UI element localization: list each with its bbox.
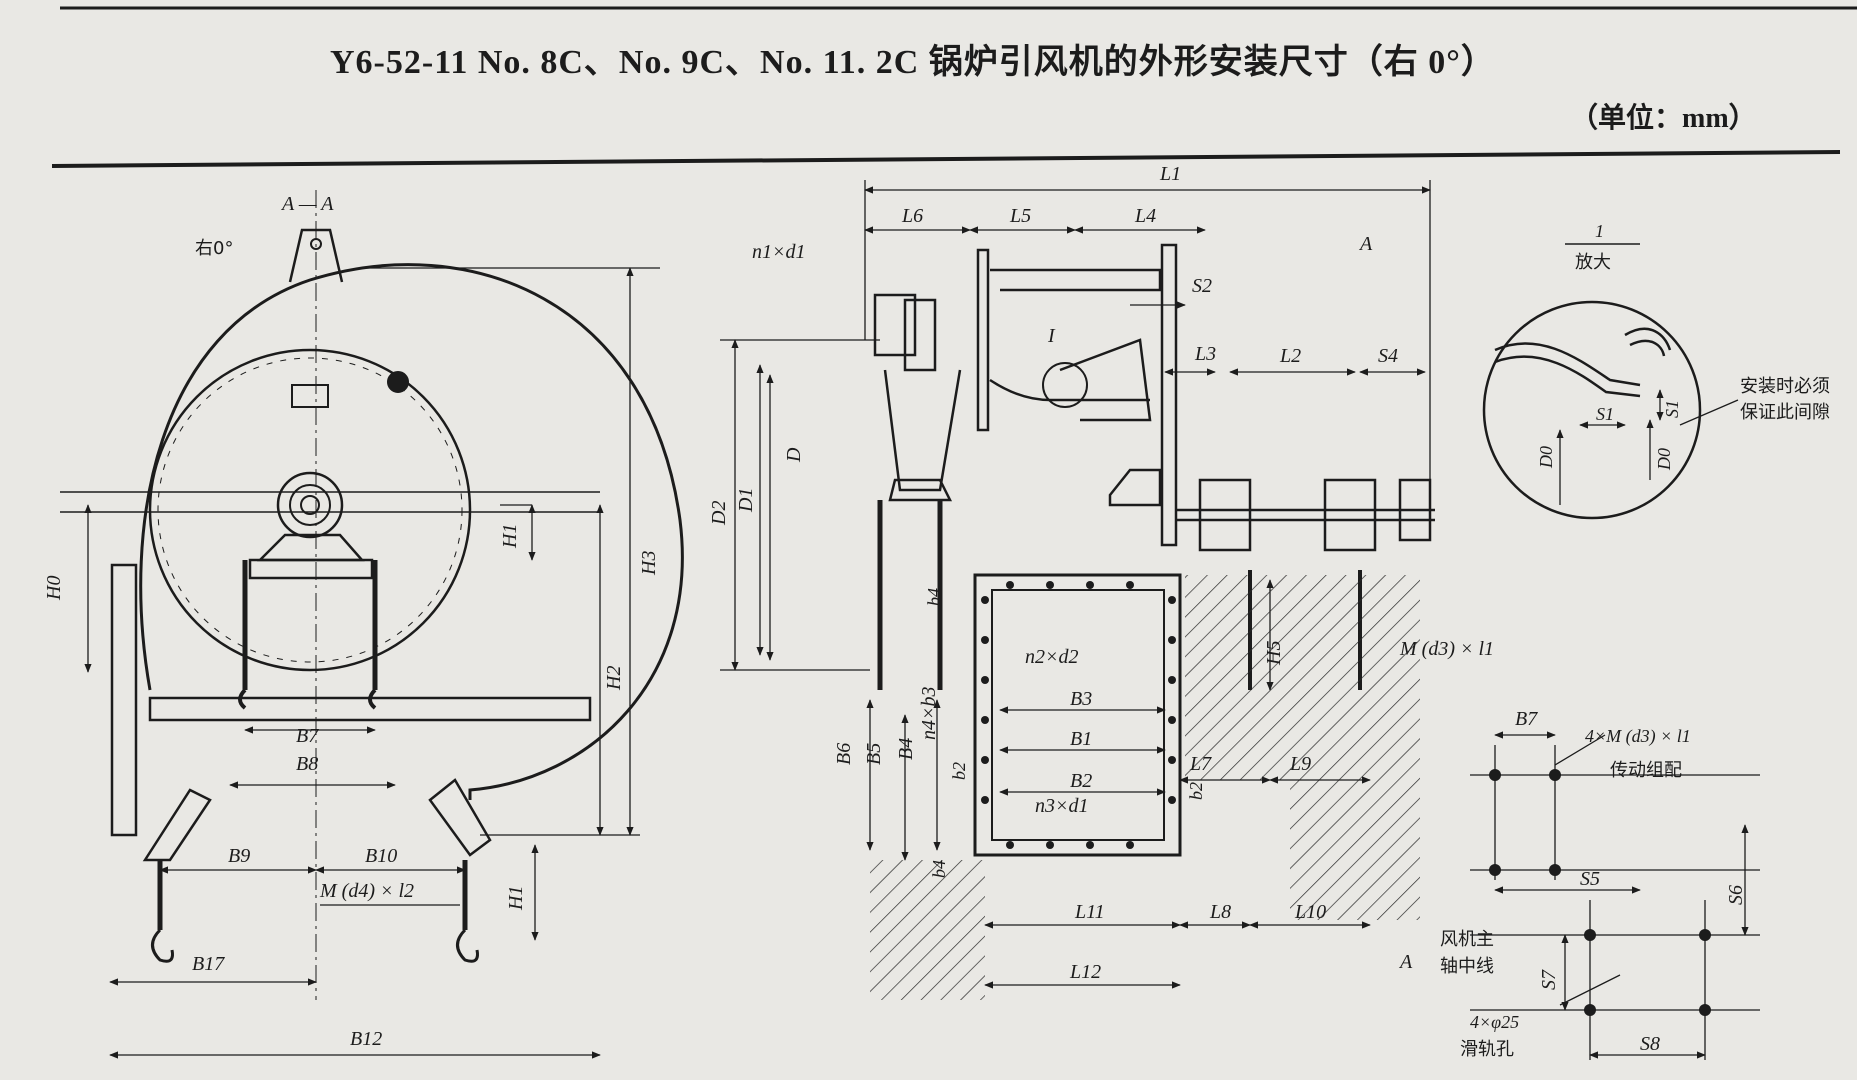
dim-l2: L2 xyxy=(1279,345,1301,367)
dim-l7: L7 xyxy=(1189,753,1212,775)
dim-b7: B7 xyxy=(296,725,319,747)
dim-b4-bottom: b4 xyxy=(929,860,949,878)
middle-view-side: L1 L6 L5 L4 A n1×d1 S2 I L3 L2 S4 D2 D1 … xyxy=(708,163,1494,1000)
dim-h5: H5 xyxy=(1263,641,1285,666)
hole-dim-s5: S5 xyxy=(1580,868,1600,890)
dim-b6: B6 xyxy=(833,743,855,765)
transmission-note: 传动组配 xyxy=(1610,760,1682,781)
detail-d0-left: D0 xyxy=(1536,446,1556,469)
dim-b12: B12 xyxy=(350,1028,382,1050)
detail-note-line2: 保证此间隙 xyxy=(1740,402,1830,423)
dim-l4: L4 xyxy=(1134,205,1156,227)
holes-n2-d2: n2×d2 xyxy=(1025,646,1079,668)
hole-dim-s8: S8 xyxy=(1640,1033,1660,1055)
left-view-section-aa: A — A 右0° xyxy=(43,190,684,1059)
observation-dot xyxy=(387,371,409,393)
dim-b4-top: b4 xyxy=(924,588,944,606)
section-arrow-a-bottom: A xyxy=(1398,951,1413,973)
dim-h1-top: H1 xyxy=(499,524,521,549)
bolt-m-d3-l1: M (d3) × l1 xyxy=(1399,638,1494,660)
hole-dim-b7: B7 xyxy=(1515,708,1538,730)
dim-d2: D2 xyxy=(708,501,730,526)
dim-b5: B5 xyxy=(863,743,885,765)
hole-dim-s6: S6 xyxy=(1725,885,1747,905)
dim-b2-small: b2 xyxy=(949,762,969,780)
dim-l3: L3 xyxy=(1194,343,1216,365)
dim-b4: B4 xyxy=(895,738,917,760)
rail-hole-label: 滑轨孔 xyxy=(1460,1039,1514,1060)
dim-h1-bottom: H1 xyxy=(505,886,527,911)
dim-l6: L6 xyxy=(901,205,923,227)
section-arrow-a-top: A xyxy=(1358,233,1373,255)
dim-b8: B8 xyxy=(296,753,318,775)
detail-s1-left: S1 xyxy=(1596,404,1614,424)
detail-marker-i: I xyxy=(1047,325,1056,347)
holes-n3-d1: n3×d1 xyxy=(1035,795,1089,817)
header-rule xyxy=(51,150,1841,168)
flange-holes-n1-d1: n1×d1 xyxy=(752,241,806,263)
dim-b1: B1 xyxy=(1070,728,1092,750)
base-hole-layout: B7 4×M (d3) × l1 传动组配 S5 S6 S7 S8 风机主 轴中… xyxy=(1440,708,1760,1060)
dim-h3: H3 xyxy=(638,551,660,576)
dim-h2: H2 xyxy=(603,666,625,691)
dim-b10: B10 xyxy=(365,845,397,867)
dim-l9: L9 xyxy=(1289,753,1311,775)
hole-bolt-4-m-d3-l1: 4×M (d3) × l1 xyxy=(1585,726,1691,747)
dim-b3: B3 xyxy=(1070,688,1092,710)
dim-b2-right: b2 xyxy=(1186,782,1206,800)
rotation-label: 右0° xyxy=(195,238,233,259)
dim-d: D xyxy=(783,447,805,463)
hole-dim-s7: S7 xyxy=(1538,969,1560,990)
dim-s4: S4 xyxy=(1378,345,1398,367)
dim-l8: L8 xyxy=(1209,901,1231,923)
page-title: Y6-52-11 No. 8C、No. 9C、No. 11. 2C 锅炉引风机的… xyxy=(330,44,1496,81)
dim-b17: B17 xyxy=(192,953,225,975)
slots-n4-b3: n4×b3 xyxy=(918,687,940,741)
fan-axis-label-line2: 轴中线 xyxy=(1440,956,1494,977)
dim-l1: L1 xyxy=(1159,163,1181,185)
foundation-hatch-left xyxy=(870,860,985,1000)
dim-h0: H0 xyxy=(43,576,65,601)
detail-s1-right: S1 xyxy=(1662,400,1682,418)
dim-d1: D1 xyxy=(735,488,757,513)
right-support-foot xyxy=(428,778,492,857)
dim-l10: L10 xyxy=(1294,901,1326,923)
dim-l11: L11 xyxy=(1074,901,1105,923)
foundation-hatch xyxy=(1185,575,1420,920)
section-label: A — A xyxy=(280,193,334,215)
dim-b2: B2 xyxy=(1070,770,1092,792)
unit-note: （单位：mm） xyxy=(1570,103,1757,134)
dim-l5: L5 xyxy=(1009,205,1031,227)
bolt-m-d4-l2: M (d4) × l2 xyxy=(319,880,414,902)
detail-note-line1: 安装时必须 xyxy=(1740,376,1830,397)
detail-d0-right: D0 xyxy=(1654,448,1674,471)
detail-view-i: 1 放大 D0 S1 S1 D0 安装时必须 保证此间隙 xyxy=(1482,221,1830,520)
impeller-circle xyxy=(148,348,472,672)
fan-axis-label-line1: 风机主 xyxy=(1440,929,1494,950)
detail-scale-numerator: 1 xyxy=(1595,221,1604,241)
dim-l12: L12 xyxy=(1069,961,1101,983)
dim-s2: S2 xyxy=(1192,275,1212,297)
rail-hole-count: 4×φ25 xyxy=(1470,1012,1519,1032)
dim-b9: B9 xyxy=(228,845,250,867)
left-support-foot xyxy=(142,788,212,862)
detail-scale-denominator: 放大 xyxy=(1575,252,1611,273)
